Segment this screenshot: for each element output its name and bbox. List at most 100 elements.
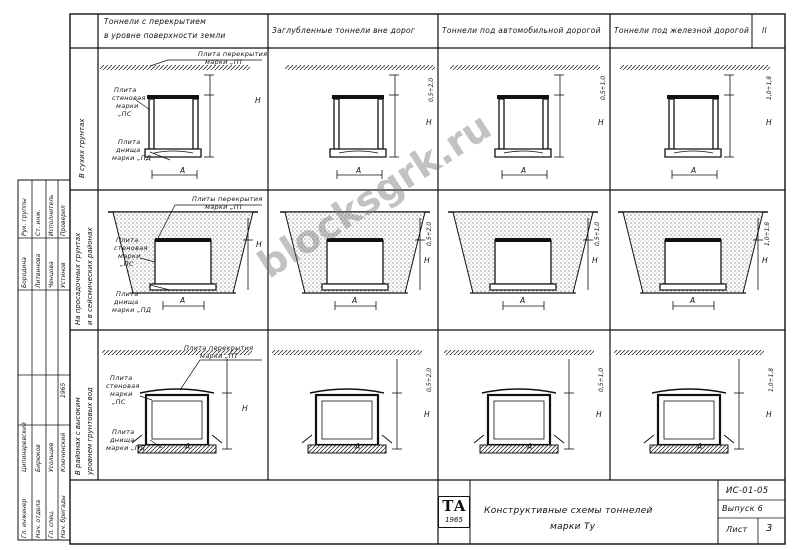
dim-a-r2c1: A [180,296,186,305]
dim-depth-r2c3: 0,5÷1,0 [594,221,601,246]
stamp-name-upper-3: Ченцова [48,261,55,288]
dim-h-r2c3: H [592,256,598,265]
callout-r3-wall-1: Плита [110,374,133,382]
callout-r3-top-2: марки „ПТ [200,352,239,360]
callout-r2-base-1: Плита [116,290,139,298]
dim-depth-r1c4: 1,0÷1,8 [766,75,773,100]
callout-r3-wall-4: „ПС [112,398,126,406]
dim-a-r1c3: A [521,166,527,175]
dim-a-r2c3: A [520,296,526,305]
doc-code: ИС-01-05 [726,486,769,496]
callout-r2-wall-3: марки [118,252,141,260]
stamp-name-lower-2: Бирюков [35,444,42,472]
dim-a-r2c4: A [690,296,696,305]
org-logo: ТА 1965 [438,496,470,528]
issue-number: Выпуск 6 [722,504,764,513]
callout-r2-top-1: Плиты перекрытия [192,195,263,203]
sheet-title-line2: марки Ту [550,522,596,532]
dim-h-r1c2: H [426,118,432,127]
dim-depth-r3c3: 0,5÷1,0 [598,367,605,392]
stamp-name-upper-1: Бородина [21,257,28,288]
stamp-role-lower-2: Нач. отдела [35,499,42,538]
dim-a-r3c3: A [527,442,533,451]
callout-r3-base-1: Плита [112,428,135,436]
callout-r1-wall-1: Плита [114,86,137,94]
row-label-2-line2: и в сейсмических районах [86,227,94,325]
stamp-role-upper-1: Рук. группы [21,198,28,236]
callout-r1-base-2: днища [116,146,141,154]
row-label-3-line2: уровнем грунтовых вод [86,387,94,475]
dim-h-r3c2: H [424,410,430,419]
col-header-1-line2: в уровне поверхности земли [104,31,226,40]
stamp-date: 1965 [60,382,67,398]
dim-h-r1c3: H [598,118,604,127]
col-header-1-line1: Тоннели с перекрытием [104,17,207,26]
col-header-5: II [762,26,768,35]
dim-depth-r3c2: 0,5÷2,0 [426,367,433,392]
callout-r3-base-2: днища [110,436,135,444]
dim-h-r2c1: H [256,240,262,249]
dim-h-r1c4: H [766,118,772,127]
callout-r3-top-1: Плита перекрытия [184,344,254,352]
callout-r2-wall-2: стеновая [114,244,148,252]
stamp-name-lower-3: Усольцев [48,442,55,472]
callout-r3-base-3: марки „ПД [106,444,146,452]
dim-a-r2c2: A [352,296,358,305]
stamp-name-upper-2: Литвинова [35,253,42,288]
logo-mark: ТА [442,497,466,515]
callout-r3-wall-3: марки [110,390,133,398]
stamp-name-upper-4: Устинов [60,262,67,288]
row-label-2-line1: На просадочных грунтах [74,232,82,325]
stamp-role-upper-4: Проверил [60,205,67,236]
dim-h-r3c1: H [242,404,248,413]
row-label-3-line1: В районах с высоким [74,397,82,475]
stamp-name-lower-4: Ключинский [60,432,67,472]
callout-r1-wall-2: стеновая [112,94,146,102]
dim-h-r2c2: H [424,256,430,265]
col-header-3: Тоннели под автомобильной дорогой [442,26,601,35]
col-header-2: Заглубленные тоннели вне дорог [272,26,416,35]
tunnel-r3-c3 [442,348,596,455]
dim-h-r2c4: H [762,256,768,265]
callout-r1-base-1: Плита [118,138,141,146]
dim-depth-r1c3: 0,5÷1,0 [600,75,607,100]
stamp-role-lower-4: Нач. бригады [60,495,67,538]
dim-a-r1c2: A [356,166,362,175]
callout-r1-base-3: марки „ПД [112,154,152,162]
stamp-role-lower-1: Гл. инженер [21,498,28,538]
dim-a-r3c4: A [697,442,703,451]
row-label-1: В сухих грунтах [78,118,86,178]
callout-r1-wall-4: „ПС [118,110,132,118]
dim-depth-r2c4: 1,0÷1,8 [764,221,771,246]
dim-a-r3c1: A [185,442,191,451]
logo-year: 1965 [445,516,463,524]
callout-r1-top-2: марки „ПТ [205,58,244,66]
dim-depth-r2c2: 0,5÷2,0 [426,221,433,246]
dim-a-r1c1: A [180,166,186,175]
callout-r2-top-2: марки „ПТ [205,203,244,211]
stamp-role-upper-3: Исполнитель [48,194,55,236]
stamp-name-lower-1: Ципинаревский [21,422,28,472]
dim-a-r1c4: A [691,166,697,175]
sheet-number: 3 [766,523,773,534]
callout-r1-wall-3: марки [116,102,139,110]
callout-r2-wall-4: „ПС [120,260,134,268]
callout-r2-wall-1: Плита [116,236,139,244]
dim-depth-r3c4: 1,0÷1,8 [768,367,775,392]
col-header-4: Тоннели под железной дорогой [614,26,750,35]
dim-h-r3c3: H [596,410,602,419]
callout-r1-top-1: Плита перекрытия [198,50,268,58]
sheet-title-line1: Конструктивные схемы тоннелей [484,506,653,516]
tunnel-r1-c4 [619,64,771,180]
tunnel-r3-c4 [612,348,766,455]
dim-h-r3c4: H [766,410,772,419]
sheet-label: Лист [726,525,748,534]
stamp-role-lower-3: Гл. спец. [48,510,55,538]
stamp-role-upper-2: Ст. инж. [35,209,42,236]
callout-r2-base-3: марки „ПД [112,306,152,314]
dim-h-r1c1: H [255,96,261,105]
callout-r2-base-2: днища [114,298,139,306]
dim-a-r3c2: A [355,442,361,451]
tunnel-r3-c2 [270,348,424,455]
